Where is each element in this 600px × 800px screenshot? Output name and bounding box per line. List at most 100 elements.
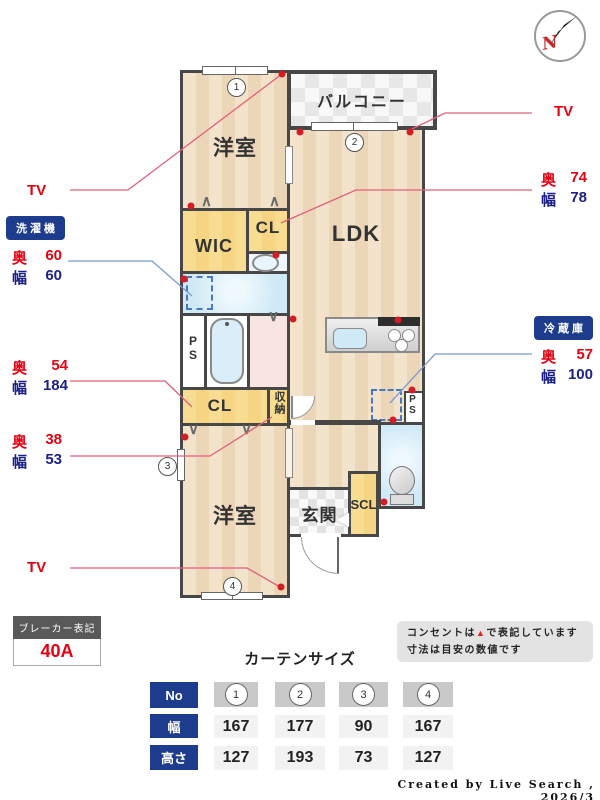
stove-burner-icon <box>388 329 401 342</box>
balcony-label: バルコニー <box>317 94 407 111</box>
entrance-step-marker <box>336 513 349 527</box>
outlet-dot <box>278 70 286 78</box>
table-height-2: 193 <box>275 746 325 770</box>
cl-lower-label: CL <box>207 396 233 415</box>
outlet-dot <box>296 128 304 136</box>
outlet-dot <box>277 583 285 591</box>
dim-value: 54 <box>51 357 68 374</box>
note-box: コンセントは▲で表記しています 寸法は目安の数値です <box>397 621 593 662</box>
window-bedroom1-top <box>202 66 268 75</box>
outlet-triangle-icon: ▲ <box>476 628 487 638</box>
door-chevron-icon: ∨ <box>241 421 252 438</box>
dim-label: 幅 <box>12 380 28 397</box>
dim-value: 38 <box>45 431 62 448</box>
breaker-box: ブレーカー表記 40A <box>13 616 101 666</box>
room-cl-lower <box>180 387 270 426</box>
table-height-3: 73 <box>339 746 388 770</box>
outlet-dot <box>187 202 195 210</box>
bedroom1-label: 洋室 <box>213 137 257 160</box>
wall-segment <box>287 420 381 425</box>
table-col-2: 2 <box>275 682 325 707</box>
ps-left-label: PS <box>186 334 200 362</box>
dim-value: 74 <box>570 169 587 186</box>
entrance-label: 玄関 <box>301 506 338 525</box>
table-width-2: 177 <box>275 715 325 738</box>
curtain-table-title: カーテンサイズ <box>244 651 356 668</box>
table-width-3: 90 <box>339 715 388 738</box>
stove-burner-icon <box>395 339 408 352</box>
tv-label: TV <box>27 182 47 199</box>
storage-label: 収納 <box>273 391 285 415</box>
note-line2: 寸法は目安の数値です <box>407 645 522 656</box>
table-row-header-width: 幅 <box>150 714 198 738</box>
credit-text: Created by Live Search , 2026/3 <box>397 778 595 800</box>
door-chevron-icon: ∧ <box>201 193 212 210</box>
dim-label: 奥 <box>541 349 557 366</box>
washbasin <box>252 254 279 272</box>
table-width-4: 167 <box>403 715 453 738</box>
dim-value: 53 <box>45 451 62 468</box>
outlet-dot <box>408 386 416 394</box>
outlet-dot <box>289 315 297 323</box>
table-height-1: 127 <box>214 746 258 770</box>
compass-north-letter: N <box>539 32 561 55</box>
breaker-title: ブレーカー表記 <box>13 616 101 639</box>
washer-badge: 洗濯機 <box>6 216 65 240</box>
curtain-marker-3: 3 <box>158 457 177 476</box>
compass-icon: N <box>534 10 586 62</box>
dim-label: 幅 <box>541 369 557 386</box>
room-entrance <box>287 487 352 537</box>
outlet-dot <box>180 275 188 283</box>
dim-label: 奥 <box>541 172 557 189</box>
window-bedroom2-left <box>177 449 185 481</box>
curtain-marker-1: 1 <box>227 78 246 97</box>
tv-label: TV <box>27 559 47 576</box>
wic-label: WIC <box>195 236 233 256</box>
dim-label: 奥 <box>12 250 28 267</box>
door-opening <box>291 420 315 425</box>
fridge-space-box <box>371 389 402 421</box>
door-chevron-icon: ∧ <box>269 193 280 210</box>
curtain-marker-2: 2 <box>345 133 364 152</box>
sliding-door-bedroom1 <box>285 146 293 184</box>
table-col-4: 4 <box>403 682 453 707</box>
outlet-dot <box>389 416 397 424</box>
table-row-header-no: No <box>150 682 198 708</box>
ps-right-label: PS <box>407 394 418 416</box>
cl-upper-label: CL <box>255 218 281 237</box>
room-ldk <box>287 127 425 425</box>
outlet-dot <box>394 316 402 324</box>
dim-value: 57 <box>576 346 593 363</box>
washer-space-box <box>186 276 213 310</box>
room-scl <box>348 471 379 537</box>
curtain-marker-4: 4 <box>223 577 242 596</box>
toilet-base-icon <box>390 494 414 505</box>
dim-label: 奥 <box>12 360 28 377</box>
dim-value: 184 <box>42 377 68 394</box>
bathtub-drain-icon <box>225 322 229 326</box>
note-line1: コンセントは▲で表記しています <box>407 628 579 639</box>
table-col-1: 1 <box>214 682 258 707</box>
dim-label: 幅 <box>12 270 28 287</box>
dim-label: 幅 <box>541 192 557 209</box>
stove-burner-icon <box>402 329 415 342</box>
door-chevron-icon: ∨ <box>188 421 199 438</box>
bathtub <box>210 318 244 384</box>
table-width-1: 167 <box>214 715 258 738</box>
window-balcony-sliding <box>311 122 398 131</box>
tv-label: TV <box>554 103 574 120</box>
sliding-door-bedroom2 <box>285 428 293 478</box>
outlet-dot <box>181 433 189 441</box>
table-row-header-height: 高さ <box>150 745 198 770</box>
dim-label: 幅 <box>12 454 28 471</box>
dim-label: 奥 <box>12 434 28 451</box>
breaker-value: 40A <box>13 639 101 666</box>
dim-value: 78 <box>570 189 587 206</box>
room-washroom <box>180 271 290 316</box>
dim-value: 100 <box>567 366 593 383</box>
outlet-dot <box>406 128 414 136</box>
door-chevron-icon: ∨ <box>268 308 279 325</box>
outlet-dot <box>272 251 280 259</box>
fridge-badge: 冷蔵庫 <box>534 316 593 340</box>
